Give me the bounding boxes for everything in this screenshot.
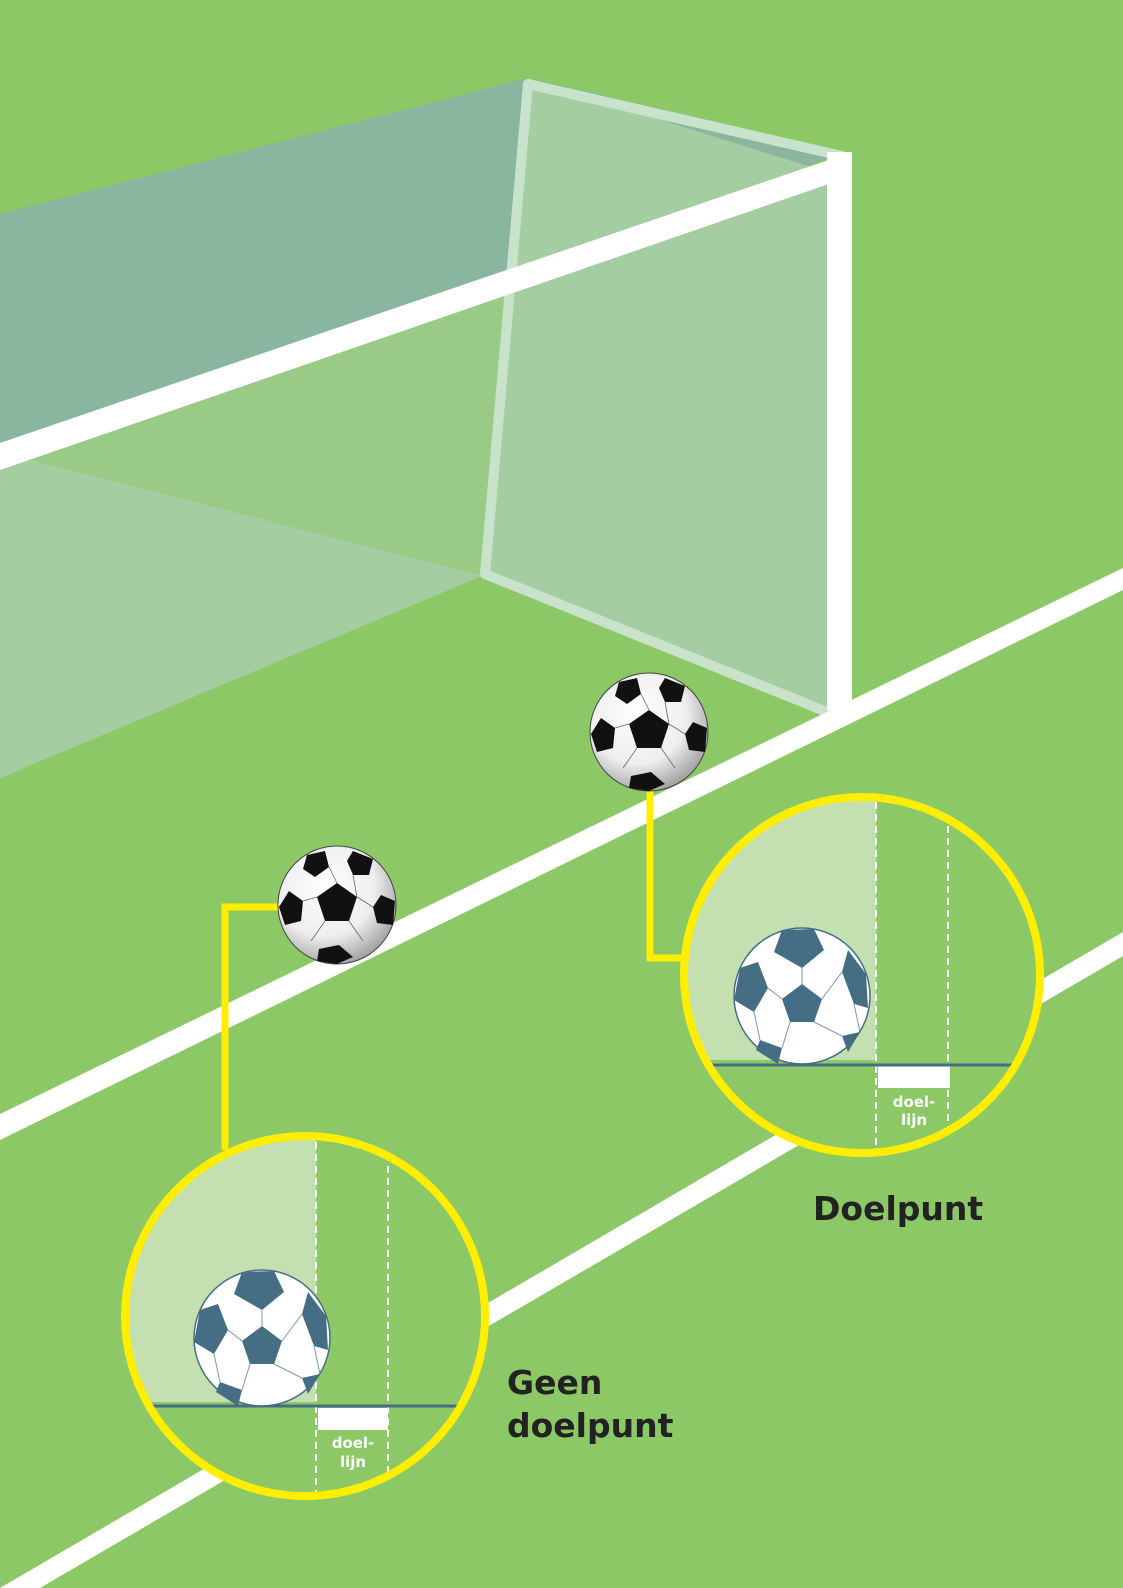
- goal-line-label-1: doel-: [332, 1434, 375, 1452]
- goal-line-label-2: lijn: [901, 1111, 927, 1129]
- goal-line-label-2: lijn: [340, 1453, 366, 1471]
- goal-line-marker: [878, 1066, 950, 1088]
- goal-line-label-1: doel-: [893, 1093, 936, 1111]
- soccer-ball-icon: [194, 1270, 330, 1406]
- caption-no-goal-line2: doelpunt: [507, 1406, 674, 1445]
- caption-no-goal-line1: Geen: [507, 1363, 602, 1402]
- soccer-ball-icon: [590, 673, 708, 791]
- caption-goal: Doelpunt: [813, 1189, 983, 1228]
- goal-line-marker: [318, 1408, 388, 1430]
- goal-post: [827, 152, 852, 710]
- soccer-ball-icon: [734, 928, 870, 1064]
- soccer-ball-icon: [278, 846, 396, 964]
